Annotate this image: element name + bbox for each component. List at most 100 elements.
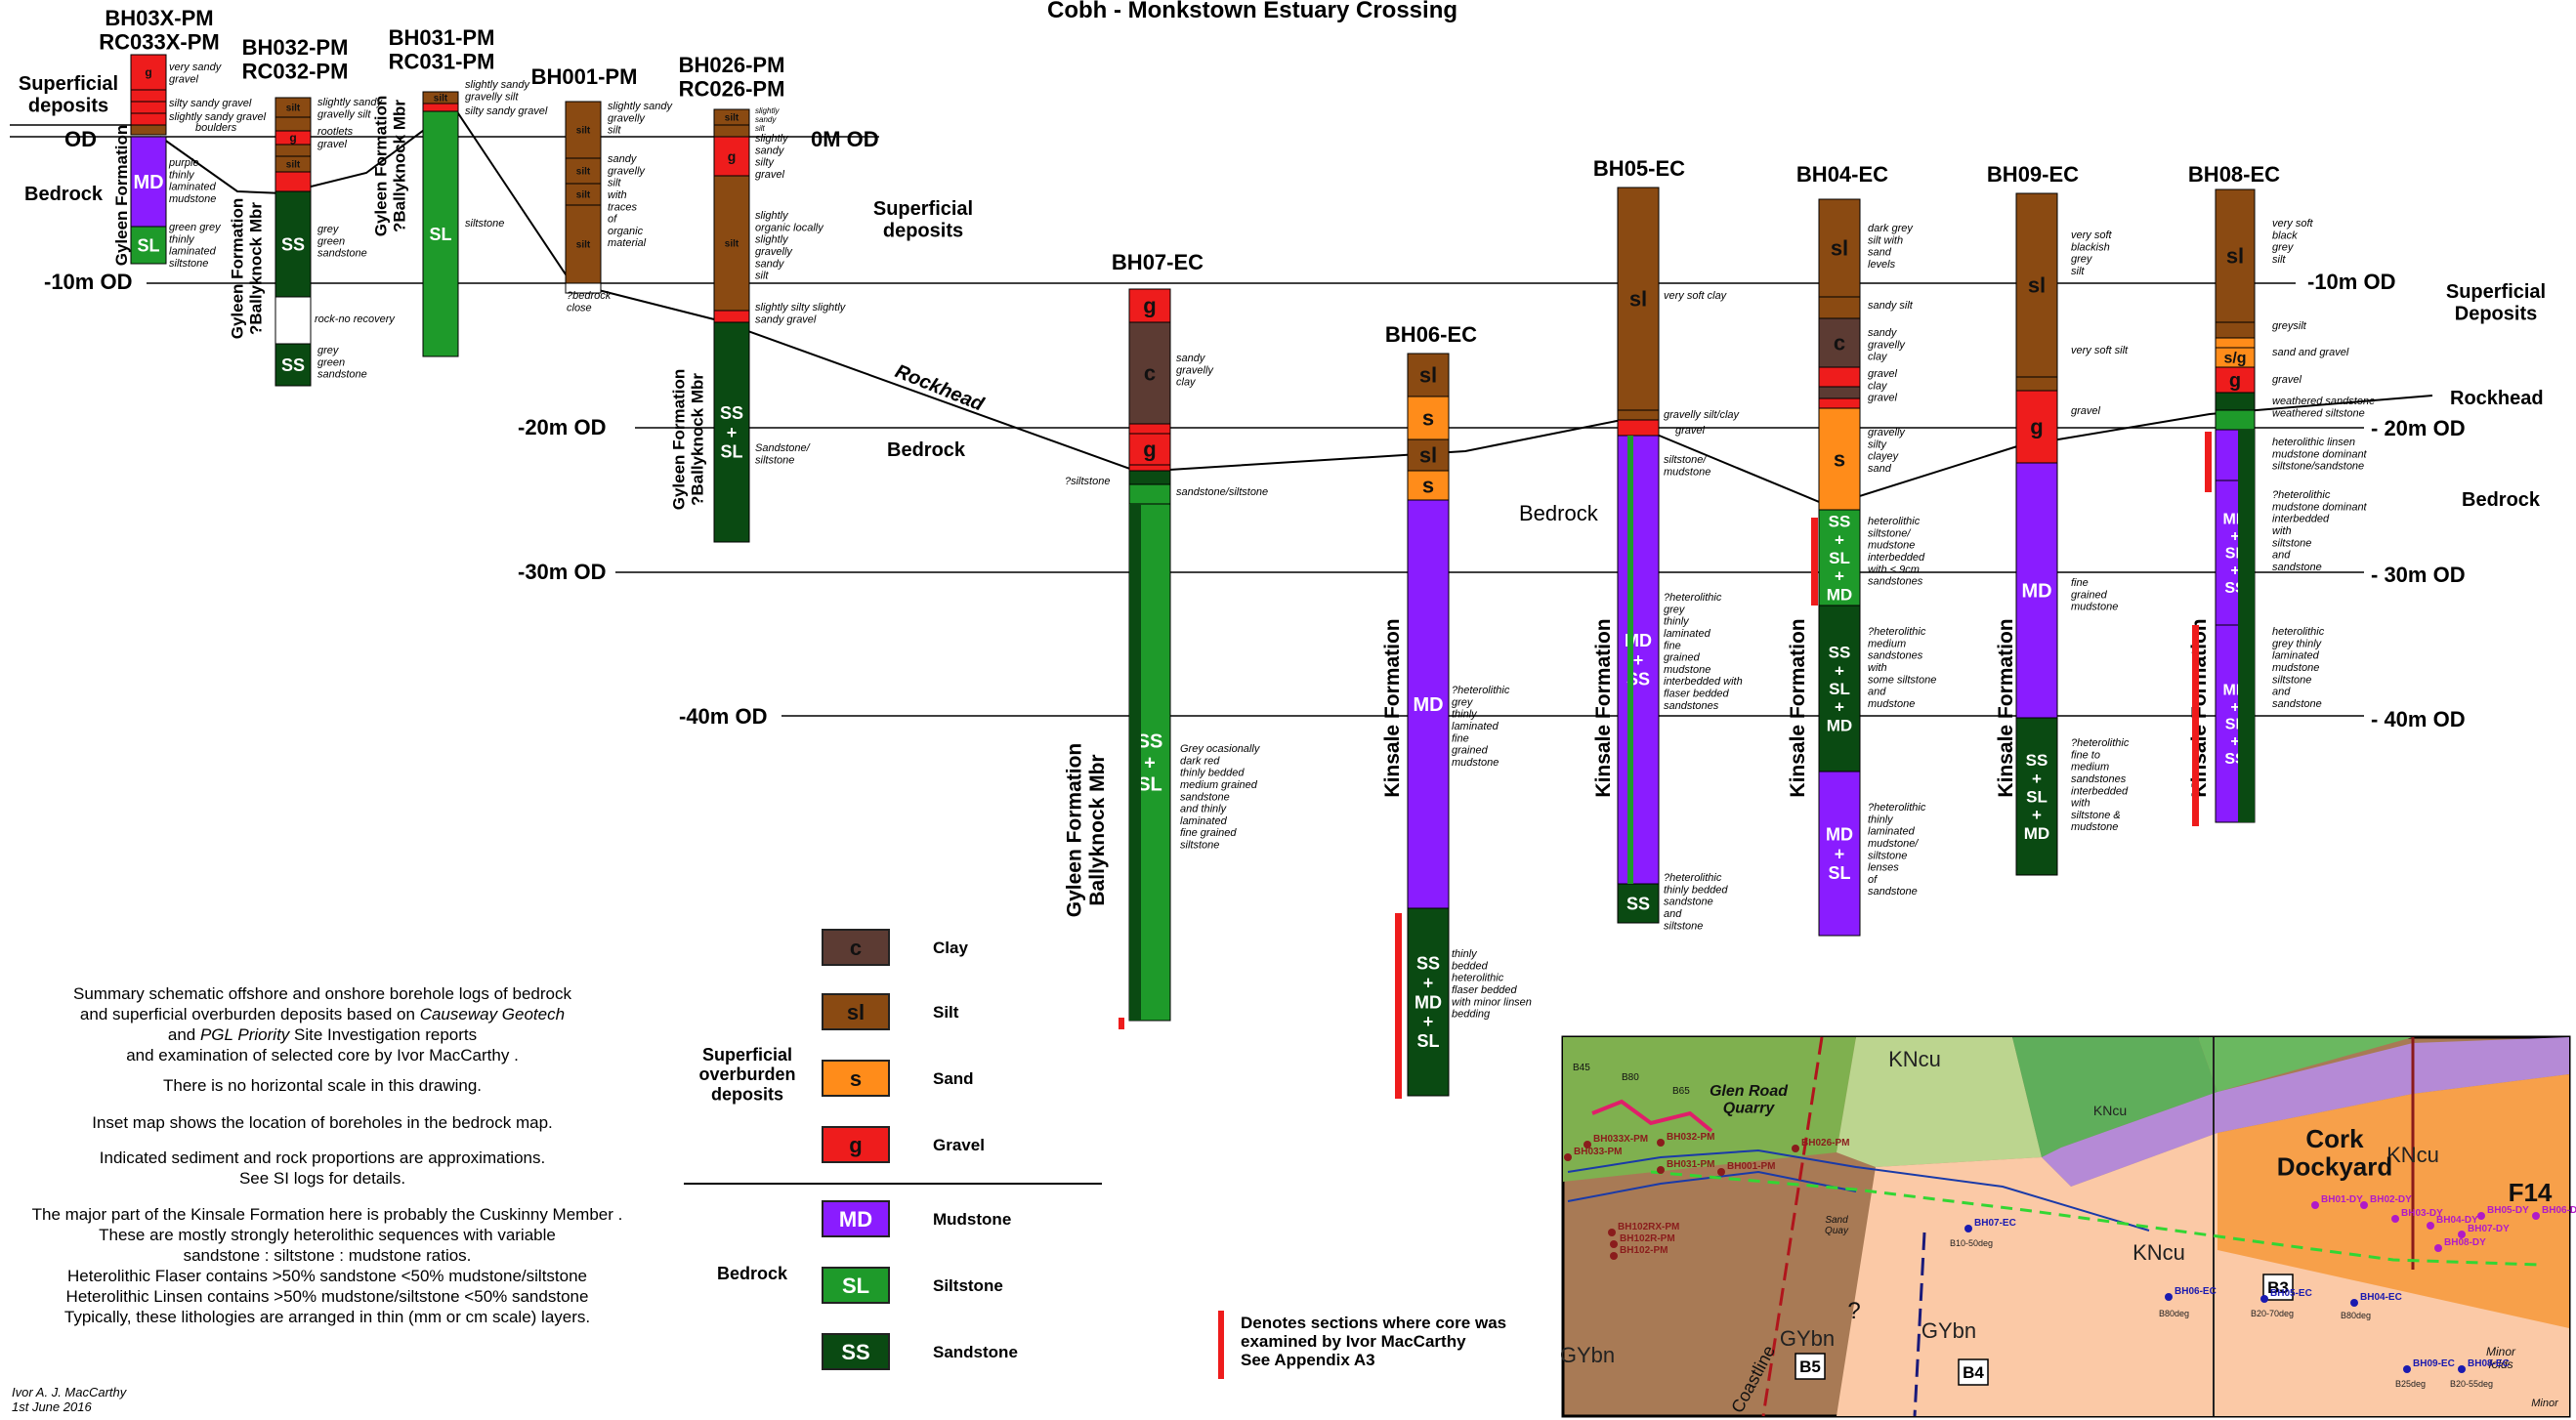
datum-minus20-right: - 20m OD	[2371, 416, 2466, 440]
map-dip-label: B25deg	[2395, 1379, 2426, 1389]
layer-band	[275, 117, 311, 131]
bh-name: BH026-PMRC026-PM	[679, 53, 785, 102]
desc: slightlysandysilt	[755, 106, 780, 133]
map-borehole-label: BH02-DY	[2370, 1194, 2412, 1205]
bh-name: BH08-EC	[2188, 162, 2280, 187]
layer-code: MD	[2021, 581, 2051, 603]
legend-label: Gravel	[933, 1136, 985, 1154]
zone-rockhead-right: Rockhead	[2450, 388, 2544, 409]
legend-item: sSand	[823, 1061, 974, 1096]
layer-code: s/g	[2223, 351, 2246, 367]
desc: gravel	[2272, 374, 2302, 386]
layer-code: silt	[576, 126, 591, 137]
map-borehole-label: BH08-EC	[2468, 1358, 2510, 1369]
map-borehole-marker	[2360, 1201, 2368, 1209]
layer-code: c	[1144, 361, 1156, 386]
map-borehole-marker	[1608, 1229, 1616, 1236]
legend-code: g	[849, 1133, 862, 1157]
map-borehole-marker	[2350, 1299, 2358, 1307]
map-borehole-label: BH05-DY	[2487, 1205, 2529, 1216]
legend-item: SS Sandstone	[823, 1334, 1018, 1369]
desc: gravelclaygravel	[1868, 368, 1898, 404]
map-dip-label: B20-70deg	[2251, 1309, 2294, 1318]
map-borehole-label: BH07-DY	[2468, 1224, 2510, 1234]
layer-code: silt	[286, 104, 301, 114]
desc: rootlets	[317, 126, 354, 138]
layer-code: sl	[1419, 443, 1437, 468]
legend-item: cClay	[823, 930, 968, 965]
zone-superficial-right: SuperficialDeposits	[2446, 281, 2546, 324]
legend-label: Sand	[933, 1069, 974, 1088]
map-label: GYbn	[1921, 1318, 1976, 1343]
map-borehole-label: BH06-DY	[2542, 1205, 2576, 1216]
map-label: KNcu	[2093, 1103, 2127, 1118]
map-borehole-marker	[2311, 1201, 2319, 1209]
map-borehole-marker	[2434, 1244, 2442, 1252]
layer-code: silt	[725, 113, 739, 124]
layer-code: SL	[429, 225, 451, 244]
map-label: GYbn	[1560, 1343, 1615, 1367]
layer-band	[2216, 393, 2255, 410]
layer-code: SS+SL+MD	[1827, 644, 1852, 735]
map-block-label: B4	[1963, 1363, 1984, 1382]
layer-band	[714, 311, 749, 322]
layer-band	[2216, 322, 2255, 338]
layer-code: sl	[2226, 244, 2244, 269]
map-borehole-label: BH026-PM	[1801, 1138, 1849, 1149]
bh-name: BH05-EC	[1593, 156, 1685, 181]
legend-label: Siltstone	[933, 1276, 1003, 1295]
datum-od: OD	[64, 127, 97, 151]
desc: heterolithicgrey thinlylaminatedmudstone…	[2272, 626, 2325, 710]
desc: greysilt	[2272, 320, 2307, 332]
legend-code: sl	[847, 1000, 865, 1024]
datum-minus30-left: -30m OD	[518, 560, 606, 584]
desc: slightly sandygravellysilt	[608, 101, 674, 137]
layer-band	[1819, 367, 1860, 387]
desc: ?heterolithicgreythinlylaminatedfinegrai…	[1452, 685, 1510, 769]
column-bh09: slgMDSS+SL+MD	[2016, 193, 2057, 875]
layer-band	[131, 125, 166, 135]
map-borehole-label: BH031-PM	[1667, 1159, 1714, 1170]
zone-bedrock-left: Bedrock	[24, 184, 104, 205]
desc: very soft silt	[2071, 345, 2129, 356]
desc: ?heterolithicthinlylaminatedmudstone/sil…	[1868, 802, 1926, 898]
desc: boulders	[195, 122, 237, 134]
desc: ?heterolithicmudstone dominantinterbedde…	[2272, 489, 2368, 573]
layer-code: g	[2030, 415, 2043, 439]
map-borehole-marker	[2403, 1365, 2411, 1373]
layer-band	[1129, 465, 1170, 471]
desc: siltstone	[465, 218, 504, 230]
desc: purplethinlylaminatedmudstone	[168, 157, 217, 205]
layer-code: SS+MD+SL	[1415, 954, 1442, 1051]
inset-map: KNcuKNcuKNcuKNcuCorkDockyardF14GYbnGYbnG…	[1560, 1037, 2576, 1416]
desc: gravelly silt/clay	[1664, 409, 1741, 421]
column-bh06: slsslsMDSS+MD+SL	[1408, 354, 1449, 1096]
zone-bedrock-mid2: Bedrock	[1519, 501, 1599, 525]
layer-code: sl	[1629, 287, 1647, 312]
map-borehole-label: BH09-EC	[2413, 1358, 2455, 1369]
legend-code: SS	[841, 1340, 869, 1364]
note-summary-1: Summary schematic offshore and onshore b…	[20, 983, 625, 1004]
map-borehole-label: BH033X-PM	[1593, 1134, 1648, 1145]
formation-kinsale: Kinsale Formation	[2188, 618, 2211, 797]
desc: thinlybeddedheterolithicflaser beddedwit…	[1452, 948, 1532, 1021]
formation-kinsale: Kinsale Formation	[1592, 618, 1615, 797]
legend-item: MDMudstone	[823, 1201, 1011, 1236]
map-label: F14	[2509, 1178, 2553, 1207]
layer-code: SS+SL+MD	[2024, 751, 2049, 843]
desc: gravel	[1675, 425, 1706, 437]
desc: very softblackgreysilt	[2272, 218, 2314, 266]
legend-label: Sandstone	[933, 1343, 1018, 1361]
map-borehole-marker	[2477, 1212, 2485, 1220]
zone-bedrock-right: Bedrock	[2462, 489, 2541, 511]
map-label: SandQuay	[1825, 1215, 1849, 1236]
core-legend-text: Denotes sections where core wasexamined …	[1241, 1314, 1506, 1369]
map-borehole-marker	[2458, 1365, 2466, 1373]
layer-code: g	[289, 131, 296, 145]
desc: ?siltstone	[1065, 476, 1110, 487]
map-borehole-marker	[2532, 1212, 2540, 1220]
